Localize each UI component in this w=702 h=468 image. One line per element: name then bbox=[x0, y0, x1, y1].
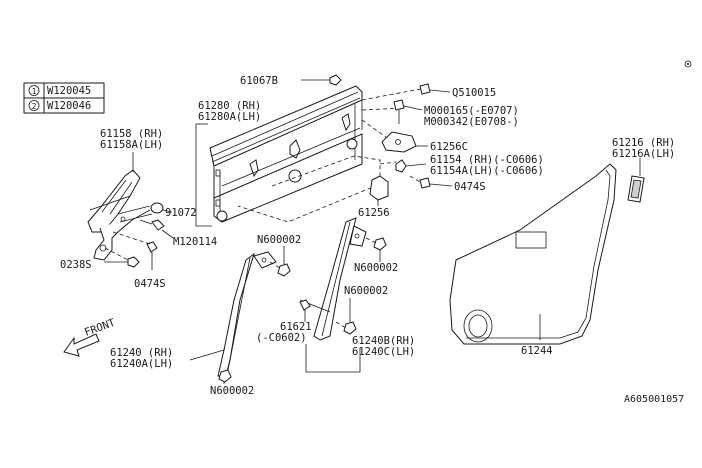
front-direction-arrow-icon bbox=[63, 333, 100, 357]
label-n600002-d: N600002 bbox=[210, 385, 254, 397]
label-front: FRONT bbox=[83, 317, 117, 339]
label-0238s: 0238S bbox=[60, 259, 92, 271]
label-61280a: 61280A(LH) bbox=[198, 111, 261, 123]
label-61158a: 61158A(LH) bbox=[100, 139, 163, 151]
nut-0238s bbox=[104, 256, 140, 268]
label-61216a: 61216A(LH) bbox=[612, 148, 675, 160]
label-61067b: 61067B bbox=[240, 75, 278, 87]
bolt-0474s-mid bbox=[409, 175, 453, 189]
label-61621: 61621 bbox=[280, 321, 312, 333]
door-trim-panel-61244 bbox=[449, 163, 617, 345]
label-61154a: 61154A(LH)(-C0606) bbox=[430, 165, 544, 177]
clip-61154 bbox=[395, 159, 427, 173]
label-m000342: M000342(E0708-) bbox=[424, 116, 519, 128]
label-c0602: (-C0602) bbox=[256, 332, 307, 344]
rear-glass-channel bbox=[217, 251, 277, 377]
label-61216: 61216 (RH) bbox=[612, 137, 675, 149]
label-61280: 61280 (RH) bbox=[198, 100, 261, 112]
diagram-id: A605001057 bbox=[624, 394, 684, 405]
legend-code-2: W120046 bbox=[47, 100, 91, 112]
label-61256c: 61256C bbox=[430, 141, 468, 153]
label-61244: 61244 bbox=[521, 345, 553, 357]
pull-handle-61216 bbox=[627, 158, 645, 203]
bolt-m120114 bbox=[139, 219, 165, 231]
inner-panel bbox=[213, 104, 363, 223]
bracket-61256 bbox=[369, 175, 389, 206]
label-61240b: 61240B(RH) bbox=[352, 335, 415, 347]
bracket-61256c bbox=[381, 131, 428, 153]
front-sash-61158 bbox=[87, 169, 153, 261]
legend-marker-1-icon bbox=[28, 85, 40, 96]
label-61154: 61154 (RH)(-C0606) bbox=[430, 154, 544, 166]
screw-q510015 bbox=[419, 83, 451, 95]
label-n600002-a: N600002 bbox=[257, 234, 301, 246]
label-61256: 61256 bbox=[358, 207, 390, 219]
clip-61067b bbox=[301, 74, 342, 86]
legend-code-1: W120045 bbox=[47, 85, 91, 97]
label-0474s-mid: 0474S bbox=[454, 181, 486, 193]
bolt-61621 bbox=[299, 299, 311, 322]
label-91072: 91072 bbox=[165, 207, 197, 219]
legend-table: 1 2 W120045 W120046 bbox=[23, 82, 105, 114]
nut-n600002-d bbox=[218, 369, 232, 384]
label-q510015: Q510015 bbox=[452, 87, 496, 99]
plug-91072 bbox=[150, 202, 164, 214]
label-61240: 61240 (RH) bbox=[110, 347, 173, 359]
front-glass-channel bbox=[299, 217, 367, 341]
label-61240a: 61240A(LH) bbox=[110, 358, 173, 370]
nut-n600002-a bbox=[269, 246, 291, 277]
nut-n600002-b bbox=[365, 237, 387, 262]
legend-marker-1: 1 bbox=[32, 87, 37, 96]
label-61158: 61158 (RH) bbox=[100, 128, 163, 140]
legend-marker-2-icon bbox=[28, 100, 40, 111]
label-n600002-c: N600002 bbox=[344, 285, 388, 297]
corner-mark-icon bbox=[684, 60, 692, 68]
legend-marker-2: 2 bbox=[32, 102, 37, 111]
screw-m000165 bbox=[393, 99, 423, 124]
label-61240c: 61240C(LH) bbox=[352, 346, 415, 358]
label-0474s-left: 0474S bbox=[134, 278, 166, 290]
label-n600002-b: N600002 bbox=[354, 262, 398, 274]
bolt-0474s-left bbox=[146, 241, 158, 270]
label-m000165: M000165(-E0707) bbox=[424, 105, 519, 117]
nut-n600002-c bbox=[335, 298, 357, 335]
label-m120114: M120114 bbox=[173, 236, 217, 248]
